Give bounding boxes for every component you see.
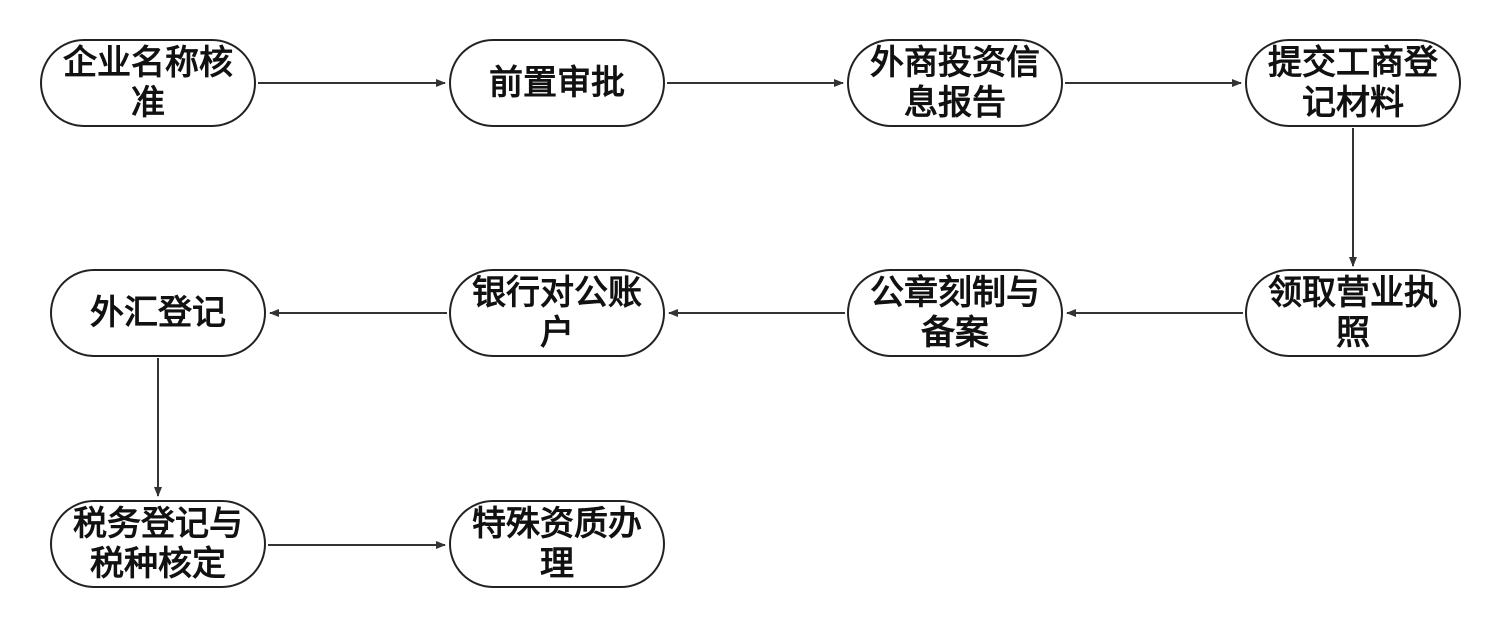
- node-label: 提交工商登记材料: [1268, 43, 1438, 123]
- node-label: 前置审批: [489, 63, 625, 103]
- node-seal-filing: 公章刻制与备案: [847, 269, 1063, 357]
- node-business-license: 领取营业执照: [1245, 269, 1461, 357]
- node-enterprise-name-approval: 企业名称核准: [40, 39, 256, 127]
- node-label: 特殊资质办理: [472, 504, 642, 584]
- node-label: 外商投资信息报告: [870, 43, 1040, 123]
- node-submit-registration: 提交工商登记材料: [1245, 39, 1461, 127]
- node-label: 领取营业执照: [1268, 273, 1438, 353]
- node-label: 外汇登记: [90, 293, 226, 333]
- node-label: 银行对公账户: [472, 273, 642, 353]
- node-forex-registration: 外汇登记: [50, 269, 266, 357]
- node-special-qualification: 特殊资质办理: [449, 500, 665, 588]
- node-label: 税务登记与税种核定: [73, 504, 243, 584]
- node-bank-account: 银行对公账户: [449, 269, 665, 357]
- node-label: 公章刻制与备案: [870, 273, 1040, 353]
- node-tax-registration: 税务登记与税种核定: [50, 500, 266, 588]
- node-label: 企业名称核准: [63, 43, 233, 123]
- node-pre-approval: 前置审批: [449, 39, 665, 127]
- node-foreign-investment-report: 外商投资信息报告: [847, 39, 1063, 127]
